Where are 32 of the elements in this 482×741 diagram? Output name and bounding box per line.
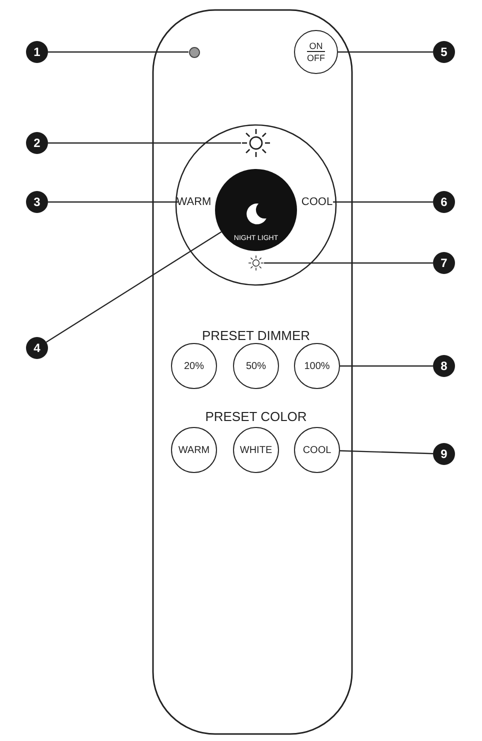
leader-line [48, 51, 188, 53]
preset-button: 100% [294, 343, 340, 389]
preset-button: 20% [171, 343, 217, 389]
callout-number: 8 [433, 355, 455, 377]
preset-button: 50% [233, 343, 279, 389]
dial-label: WARM [178, 194, 210, 210]
leader-line [338, 51, 433, 53]
sun-icon [241, 128, 271, 158]
callout-number: 5 [433, 41, 455, 63]
leader-line [48, 142, 241, 144]
callout-number: 6 [433, 191, 455, 213]
leader-line [264, 262, 433, 264]
indicator-light [188, 46, 200, 58]
preset-button: WHITE [233, 427, 279, 473]
section-heading: PRESET DIMMER [200, 326, 312, 344]
preset-button: COOL [294, 427, 340, 473]
callout-number: 4 [26, 337, 48, 359]
callout-number: 3 [26, 191, 48, 213]
leader-line [333, 201, 433, 203]
callout-number: 7 [433, 252, 455, 274]
callout-number: 9 [433, 443, 455, 465]
sun-icon [248, 255, 264, 271]
callout-number: 2 [26, 132, 48, 154]
leader-line [48, 201, 178, 203]
leader-line [340, 450, 434, 454]
section-heading: PRESET COLOR [204, 408, 308, 425]
callout-number: 1 [26, 41, 48, 63]
leader-line [340, 365, 433, 367]
preset-button: WARM [171, 427, 217, 473]
dial-label: COOL [301, 194, 333, 210]
power-button: ON OFF [294, 30, 338, 74]
leader-line [46, 231, 222, 343]
